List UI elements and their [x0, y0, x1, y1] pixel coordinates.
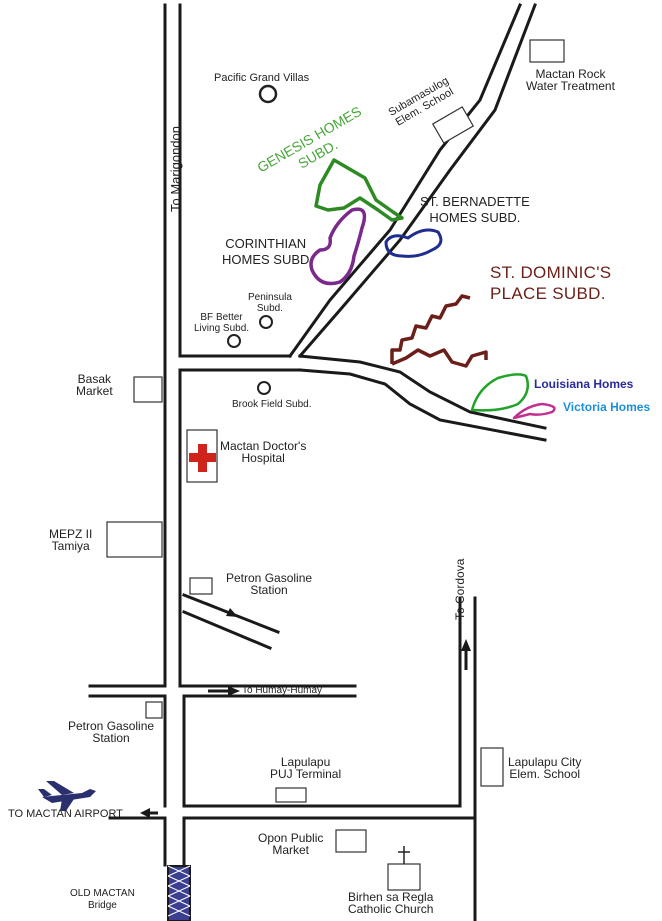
to-cordova-label: To Cordova	[453, 558, 467, 620]
airplane-wing-bottom	[60, 799, 74, 811]
peninsula-marker	[259, 315, 273, 329]
st-dominic-label: ST. DOMINIC'S PLACE SUBD.	[490, 263, 612, 303]
st-dominics-outline	[390, 294, 488, 368]
side-road-arrow-shaft	[205, 602, 233, 615]
mactan-rock-label: Mactan Rock Water Treatment	[526, 67, 615, 93]
lapulapu-terminal-label: Lapulapu PUJ Terminal	[270, 755, 342, 781]
petron-box-2	[145, 701, 163, 719]
airplane-fuselage	[42, 789, 96, 803]
pacific-grand-villas-marker	[258, 84, 278, 104]
opon-market-label: Opon Public Market	[258, 831, 324, 857]
brook-field-marker	[257, 381, 271, 395]
road-diagonal-east-edge	[297, 3, 537, 359]
church-box	[387, 863, 421, 891]
cordova-arrow-head	[461, 639, 471, 651]
side-road-arrow-head	[226, 608, 238, 617]
louisiana-homes-label: Louisiana Homes	[534, 377, 634, 391]
airplane-icon	[38, 781, 96, 811]
birhen-label: Birhen sa Regla Catholic Church	[348, 890, 434, 916]
road-east-top-edge	[298, 354, 547, 430]
st-bernadette-outline	[384, 228, 443, 258]
basak-market-label: Basak Market	[76, 372, 113, 398]
mepz-box	[106, 521, 163, 558]
to-airport-label: TO MACTAN AIRPORT	[8, 808, 123, 820]
victoria-homes-outline	[512, 402, 556, 420]
lapulapu-school-label: Lapulapu City Elem. School	[508, 755, 582, 781]
louisiana-homes-outline	[470, 373, 529, 412]
airplane-wing-top	[46, 781, 74, 795]
airplane-tail	[38, 789, 52, 797]
bf-better-label: BF Better Living Subd.	[194, 312, 250, 334]
church-cross-icon	[398, 846, 410, 864]
bridge-body	[167, 865, 191, 921]
old-mactan-bridge	[167, 865, 191, 921]
buildings	[106, 39, 565, 891]
hospital-cross-horizontal	[189, 453, 216, 462]
airport-arrow-head	[140, 808, 150, 818]
subamasulog-box	[431, 106, 475, 144]
basak-market-box	[133, 376, 163, 403]
terminal-box	[275, 787, 307, 803]
mactan-doctors-label: Mactan Doctor's Hospital	[220, 439, 307, 465]
petron-box-1	[189, 577, 213, 595]
petron-1-label: Petron Gasoline Station	[226, 571, 313, 597]
subdivision-outlines	[309, 158, 556, 420]
side-road-bottom	[182, 610, 272, 650]
petron-2-label: Petron Gasoline Station	[68, 719, 155, 745]
genesis-homes-outline	[314, 158, 404, 222]
brook-field-label: Brook Field Subd.	[232, 399, 312, 410]
peninsula-label: Peninsula Subd.	[248, 292, 292, 314]
bf-better-marker	[227, 334, 241, 348]
road-diagonal-west-edge	[287, 3, 522, 359]
market-box	[335, 829, 367, 853]
old-bridge-label: OLD MACTAN Bridge	[70, 888, 135, 911]
st-bernadette-label: ST. BERNADETTE HOMES SUBD.	[420, 194, 530, 225]
hospital-cross-icon	[189, 444, 216, 472]
school-box	[480, 747, 504, 787]
mactan-rock-box	[529, 39, 565, 63]
bridge-lattice	[167, 865, 191, 917]
corinthian-label: CORINTHIAN HOMES SUBD	[222, 236, 310, 267]
pacific-grand-villas-label: Pacific Grand Villas	[214, 72, 310, 84]
corinthian-homes-outline	[309, 207, 367, 286]
mepz-label: MEPZ II Tamiya	[49, 527, 93, 553]
humay-arrow-head	[228, 686, 240, 696]
direction-arrows	[140, 602, 471, 818]
to-humay-label: To Humay-Humay	[242, 685, 323, 696]
victoria-homes-label: Victoria Homes	[563, 400, 651, 414]
road-east-bottom-edge-2	[298, 368, 547, 442]
to-marigondon-label: To Marigondon	[168, 126, 183, 212]
circle-markers	[227, 84, 278, 395]
